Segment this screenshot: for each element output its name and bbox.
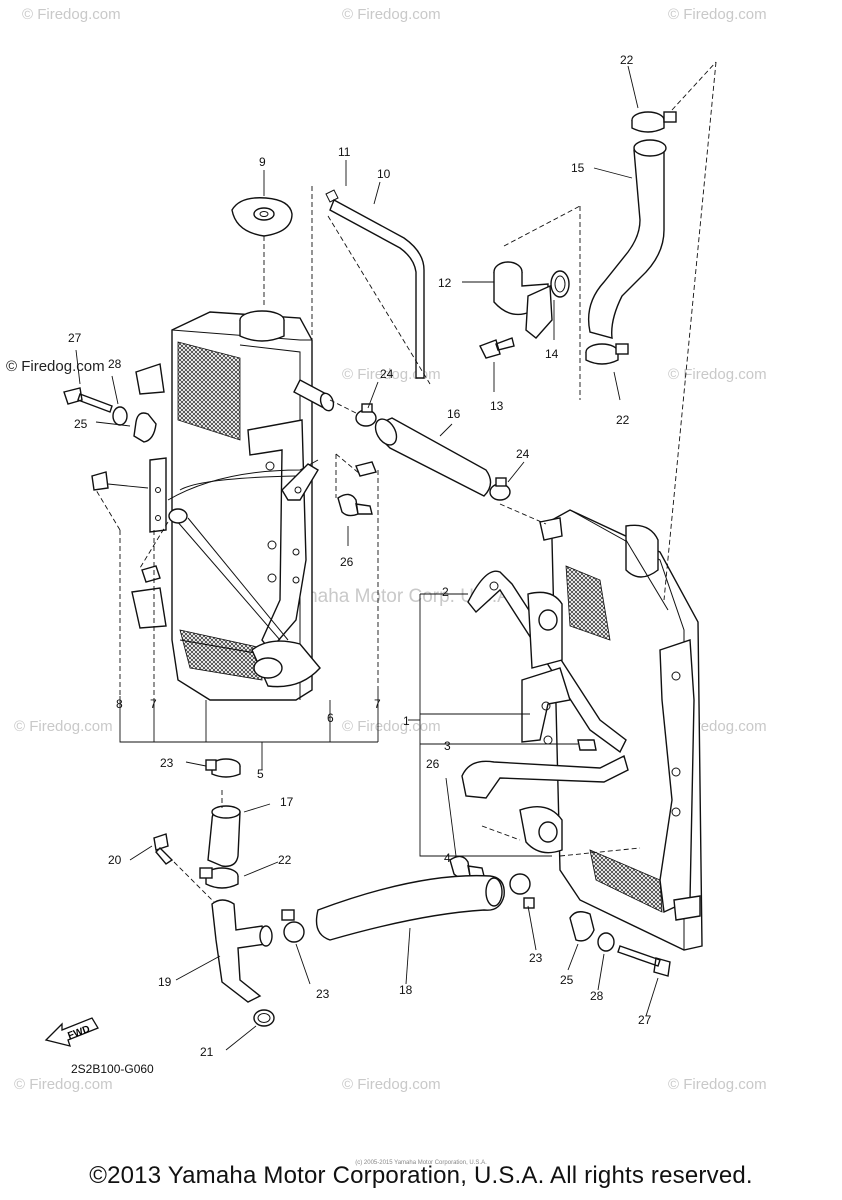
hose-clamp [631, 111, 677, 133]
callout-24: 24 [380, 367, 394, 381]
callout-23: 23 [529, 951, 543, 965]
watermark: © Firedog.com [342, 6, 441, 23]
callout-22: 22 [620, 53, 634, 67]
callout-27: 27 [638, 1013, 652, 1027]
callout-19: 19 [158, 975, 172, 989]
callout-10: 10 [377, 167, 391, 181]
damper-collar [337, 493, 373, 517]
callout-numbers: 1 2 3 4 5 6 7 7 8 9 10 11 12 13 14 15 16… [68, 53, 652, 1059]
watermark: © Firedog.com [342, 718, 441, 735]
watermark: © Firedog.com [14, 1076, 113, 1093]
callout-27: 27 [68, 331, 82, 345]
hose-union [493, 261, 553, 339]
callout-17: 17 [280, 795, 294, 809]
callout-20: 20 [108, 853, 122, 867]
hose-clamp [281, 909, 305, 943]
callout-28: 28 [590, 989, 604, 1003]
callout-21: 21 [200, 1045, 214, 1059]
grommet [133, 412, 157, 443]
hose-clamp [205, 758, 241, 778]
dashed-reference-lines [95, 61, 717, 903]
callout-9: 9 [259, 155, 266, 169]
watermark: © Firedog.com [22, 6, 121, 23]
collar [597, 932, 615, 952]
damper-collar [449, 855, 485, 879]
callout-7: 7 [150, 697, 157, 711]
radiator-cap [231, 197, 293, 237]
watermark: © Firedog.com [14, 718, 113, 735]
watermark: © Firedog.com [6, 358, 105, 375]
fine-print: (c) 2005-2015 Yamaha Motor Corporation, … [355, 1160, 487, 1166]
clip [325, 189, 339, 203]
callout-23: 23 [160, 756, 174, 770]
watermark: © Firedog.com [668, 1076, 767, 1093]
copyright-notice: ©2013 Yamaha Motor Corporation, U.S.A. A… [89, 1162, 753, 1189]
callout-22: 22 [616, 413, 630, 427]
bolt [63, 387, 113, 413]
callout-24: 24 [516, 447, 530, 461]
bolt [617, 945, 671, 977]
callout-3: 3 [444, 739, 451, 753]
watermark: © Firedog.com [668, 6, 767, 23]
callout-2: 2 [442, 585, 449, 599]
radiator-hose-long [315, 874, 505, 941]
callout-1: 1 [403, 714, 410, 728]
nut [91, 471, 109, 491]
breather-hose [329, 199, 425, 379]
center-watermark: Yamaha Motor Corp. U.S.A. [280, 586, 516, 607]
callout-28: 28 [108, 357, 122, 371]
o-ring [550, 270, 570, 298]
right-radiator [461, 509, 703, 951]
forward-arrow-icon: FWD [44, 1010, 102, 1055]
callout-22: 22 [278, 853, 292, 867]
diagram-code: 2S2B100-G060 [71, 1062, 154, 1076]
left-radiator [131, 310, 335, 701]
callout-6: 6 [327, 711, 334, 725]
callout-14: 14 [545, 347, 559, 361]
callout-25: 25 [74, 417, 88, 431]
bolt [577, 739, 597, 751]
grommet [569, 911, 595, 942]
leader-lines [75, 65, 659, 1051]
radiator-hose-upper [587, 141, 665, 339]
hose-clamp [585, 343, 629, 365]
hose-clamp-small [489, 477, 511, 501]
callout-13: 13 [490, 399, 504, 413]
callout-26: 26 [340, 555, 354, 569]
callout-11: 11 [338, 145, 351, 159]
watermark: © Firedog.com [342, 1076, 441, 1093]
callout-7: 7 [374, 697, 381, 711]
callout-16: 16 [447, 407, 461, 421]
watermark: © Firedog.com [668, 366, 767, 383]
callout-15: 15 [571, 161, 585, 175]
callout-26: 26 [426, 757, 440, 771]
collar [112, 406, 128, 426]
drain-bolt [153, 833, 174, 865]
callout-12: 12 [438, 276, 452, 290]
callout-23: 23 [316, 987, 330, 1001]
hose-clamp [509, 873, 535, 909]
o-ring [253, 1009, 275, 1027]
bolt [141, 565, 161, 583]
hose-joint [211, 899, 267, 1003]
hose-clamp-small [355, 403, 377, 427]
hose-clamp [199, 867, 239, 889]
callout-5: 5 [257, 767, 264, 781]
callout-8: 8 [116, 697, 123, 711]
bolt [479, 337, 515, 359]
callout-4: 4 [444, 851, 451, 865]
callout-18: 18 [399, 983, 413, 997]
radiator-hose-middle [378, 417, 492, 497]
bolt [355, 461, 377, 477]
callout-25: 25 [560, 973, 574, 987]
